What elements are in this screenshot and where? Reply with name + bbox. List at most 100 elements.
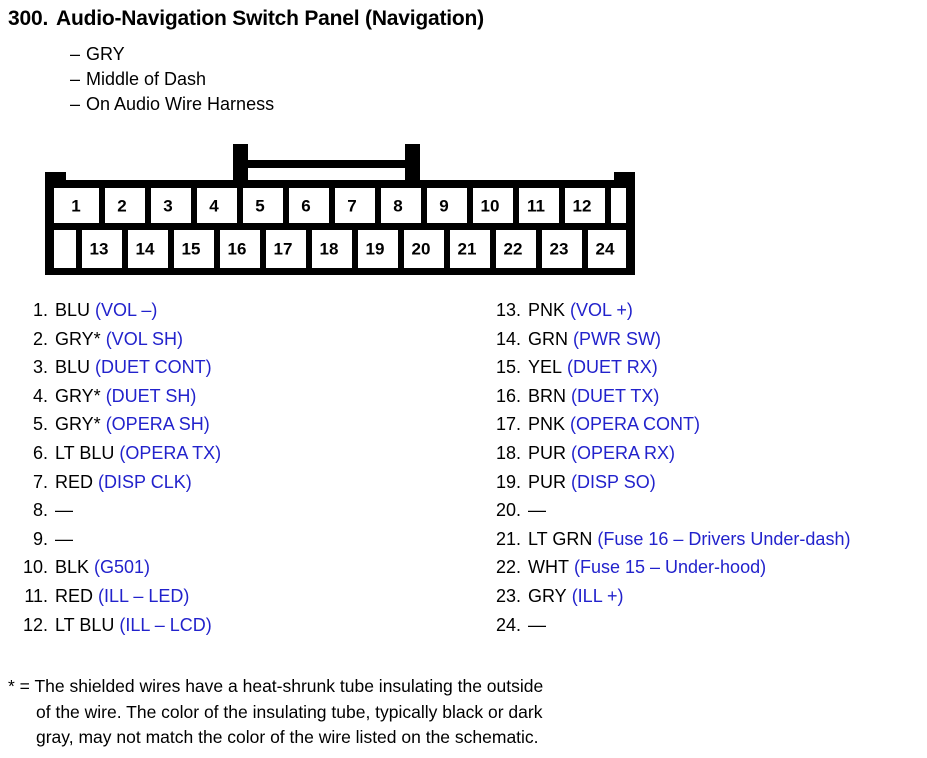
pin-function: (OPERA SH)	[105, 414, 210, 435]
connector-pin-11: 11	[527, 196, 545, 215]
pin-wire-color: GRN	[528, 328, 568, 349]
page-title-number: 300.	[8, 7, 49, 30]
pin-index: 1.	[32, 300, 48, 320]
connector-pin-3: 3	[163, 196, 172, 215]
pin-index: 17.	[495, 414, 521, 435]
pin-function: (DUET SH)	[105, 385, 197, 406]
pin-index: 24.	[495, 614, 521, 635]
pin-index: 10.	[22, 557, 48, 578]
pin-wire-color: LT GRN	[528, 528, 593, 549]
pin-row: 12.LT BLU(ILL – LCD)	[14, 611, 221, 640]
header-detail-dash: –	[70, 69, 81, 89]
connector-pin-24: 24	[596, 239, 615, 258]
connector-pin-15: 15	[182, 239, 201, 258]
pin-wire-color: YEL	[528, 357, 563, 378]
pin-row: 9.—	[14, 525, 221, 554]
pin-row: 3.BLU(DUET CONT)	[14, 353, 221, 382]
connector-pin-4: 4	[209, 196, 219, 215]
pin-row: 6. LT BLU(OPERA TX)	[14, 439, 221, 468]
pin-index: 16.	[495, 385, 521, 406]
pin-wire-color: PUR	[528, 471, 567, 492]
pin-index: 12.	[22, 614, 48, 635]
pin-wire-color: PNK	[528, 414, 566, 435]
pin-row: 21. LT GRN(Fuse 16 – Drivers Under-dash)	[487, 525, 850, 554]
pin-wire-color: WHT	[528, 557, 569, 578]
pin-index: 5.	[32, 414, 48, 435]
pin-wire-color: GRY	[528, 585, 567, 606]
pin-function: (DUET TX)	[571, 385, 660, 406]
pin-index: 6.	[32, 442, 48, 463]
pin-function: (G501)	[94, 557, 151, 578]
pin-row: 1.BLU(VOL –)	[14, 296, 221, 325]
pin-function: (Fuse 16 – Drivers Under-dash)	[597, 528, 851, 549]
pin-row: 13.PNK(VOL +)	[487, 296, 850, 325]
pin-list-left-column: 1.BLU(VOL –)2.GRY*(VOL SH)3.BLU(DUET CON…	[14, 296, 221, 639]
connector-pin-12: 12	[573, 196, 592, 215]
pin-function: (DISP SO)	[571, 471, 656, 492]
connector-shell	[45, 172, 635, 275]
pin-row: 11.RED(ILL – LED)	[14, 582, 221, 611]
pin-index: 19.	[495, 471, 521, 492]
connector-pin-19: 19	[366, 239, 385, 258]
pin-wire-color: PUR	[528, 442, 567, 463]
pin-row: 15.YEL(DUET RX)	[487, 353, 850, 382]
pin-index: 3.	[32, 357, 48, 378]
pin-wire-color: BLK	[55, 557, 90, 578]
pin-row: 2.GRY*(VOL SH)	[14, 325, 221, 354]
connector-pin-14: 14	[136, 239, 155, 258]
header-detail-dash: –	[70, 44, 81, 64]
pin-row: 18.PUR(OPERA RX)	[487, 439, 850, 468]
pin-row: 19. PUR(DISP SO)	[487, 468, 850, 497]
pin-row: 16.BRN(DUET TX)	[487, 382, 850, 411]
header-detail-item: –On Audio Wire Harness	[70, 92, 274, 117]
connector-pin-10: 10	[481, 196, 500, 215]
pin-index: 20.	[495, 500, 521, 521]
header-detail-text: On Audio Wire Harness	[86, 94, 275, 114]
connector-pin-13: 13	[90, 239, 109, 258]
pin-index: 13.	[495, 300, 521, 320]
pin-function: (PWR SW)	[573, 328, 661, 349]
connector-pin-20: 20	[412, 239, 431, 258]
pin-row: 14.GRN(PWR SW)	[487, 325, 850, 354]
pin-wire-color: GRY*	[55, 414, 101, 435]
pin-index: 23.	[495, 585, 521, 606]
pin-row: 10. BLK(G501)	[14, 553, 221, 582]
pin-function: (Fuse 15 – Under-hood)	[573, 557, 767, 578]
connector-pin-17: 17	[274, 239, 293, 258]
pin-row: 8.—	[14, 496, 221, 525]
pin-unused-dash: —	[528, 500, 546, 521]
pin-index: 4.	[32, 385, 48, 406]
header-detail-item: –Middle of Dash	[70, 67, 274, 92]
header-detail-dash: –	[70, 94, 81, 114]
page-title-text: Audio-Navigation Switch Panel (Navigatio…	[56, 7, 484, 30]
connector-pin-6: 6	[301, 196, 310, 215]
pin-wire-color: PNK	[528, 300, 566, 320]
pin-row: 20. —	[487, 496, 850, 525]
pin-function: (OPERA TX)	[119, 442, 222, 463]
connector-pin-21: 21	[458, 239, 477, 258]
pin-index: 8.	[32, 500, 48, 521]
pin-row: 23. GRY(ILL +)	[487, 582, 850, 611]
pin-wire-color: BLU	[55, 300, 91, 320]
pin-function: (ILL +)	[571, 585, 624, 606]
pin-function: (DUET CONT)	[95, 357, 212, 378]
pin-wire-color: RED	[55, 471, 94, 492]
page-title: 300. Audio-Navigation Switch Panel (Navig…	[8, 7, 484, 31]
pin-row: 7.RED(DISP CLK)	[14, 468, 221, 497]
pin-wire-color: LT BLU	[55, 442, 115, 463]
pin-row: 17. PNK(OPERA CONT)	[487, 410, 850, 439]
header-detail-text: Middle of Dash	[86, 69, 207, 89]
pin-row: 4.GRY*(DUET SH)	[14, 382, 221, 411]
connector-latch	[233, 144, 420, 184]
connector-pin-18: 18	[320, 239, 339, 258]
pin-row: 22.WHT(Fuse 15 – Under-hood)	[487, 553, 850, 582]
pin-unused-dash: —	[528, 614, 546, 635]
pin-index: 21.	[495, 528, 521, 549]
header-detail-text: GRY	[86, 44, 125, 64]
pin-unused-dash: —	[55, 528, 73, 549]
pin-function: (ILL – LED)	[98, 585, 190, 606]
header-detail-item: –GRY	[70, 42, 274, 67]
pin-index: 2.	[32, 328, 48, 349]
pin-function: (OPERA CONT)	[570, 414, 701, 435]
